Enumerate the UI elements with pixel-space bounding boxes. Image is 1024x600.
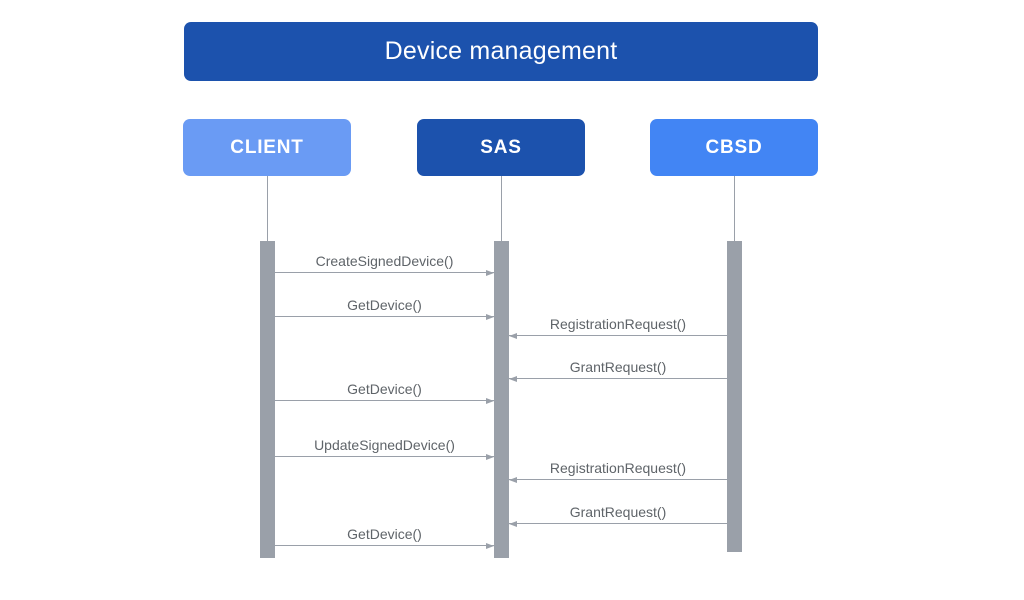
message-line — [509, 335, 727, 336]
activation-bar-cbsd — [727, 241, 742, 552]
message-line — [275, 456, 494, 457]
participant-header-sas[interactable]: SAS — [417, 119, 585, 176]
message-label: GetDevice() — [347, 297, 422, 313]
arrowhead-left-icon — [509, 333, 517, 339]
message-label: RegistrationRequest() — [549, 316, 687, 332]
arrowhead-right-icon — [486, 314, 494, 320]
message-label: GetDevice() — [347, 381, 422, 397]
arrowhead-right-icon — [486, 398, 494, 404]
message-label: GetDevice() — [347, 526, 422, 542]
message-label: UpdateSignedDevice() — [314, 437, 455, 453]
participant-header-cbsd[interactable]: CBSD — [650, 119, 818, 176]
lifeline-cbsd — [734, 176, 735, 242]
message-create-signed-device[interactable]: CreateSignedDevice() — [275, 243, 494, 276]
message-line — [509, 378, 727, 379]
message-line — [275, 316, 494, 317]
message-label: RegistrationRequest() — [549, 460, 687, 476]
arrowhead-right-icon — [486, 270, 494, 276]
participant-label-client: CLIENT — [230, 137, 304, 158]
message-grant-request-2[interactable]: GrantRequest() — [509, 494, 727, 527]
message-line — [275, 400, 494, 401]
activation-bar-client — [260, 241, 275, 558]
participant-label-cbsd: CBSD — [705, 137, 763, 158]
message-get-device-2[interactable]: GetDevice() — [275, 371, 494, 404]
message-label: GrantRequest() — [569, 359, 667, 375]
arrowhead-left-icon — [509, 521, 517, 527]
message-registration-request-1[interactable]: RegistrationRequest() — [509, 306, 727, 339]
diagram-title: Device management — [384, 37, 618, 65]
message-registration-request-2[interactable]: RegistrationRequest() — [509, 450, 727, 483]
arrowhead-left-icon — [509, 477, 517, 483]
participant-label-sas: SAS — [480, 137, 522, 158]
participant-header-client[interactable]: CLIENT — [183, 119, 351, 176]
message-line — [509, 523, 727, 524]
arrowhead-right-icon — [486, 454, 494, 460]
arrowhead-right-icon — [486, 543, 494, 549]
message-line — [275, 545, 494, 546]
lifeline-client — [267, 176, 268, 242]
message-label: GrantRequest() — [569, 504, 667, 520]
activation-bar-sas — [494, 241, 509, 558]
message-grant-request-1[interactable]: GrantRequest() — [509, 349, 727, 382]
message-line — [275, 272, 494, 273]
lifeline-sas — [501, 176, 502, 242]
message-line — [509, 479, 727, 480]
message-get-device-3[interactable]: GetDevice() — [275, 516, 494, 549]
diagram-title-bar: Device management — [184, 22, 818, 81]
message-update-signed-device[interactable]: UpdateSignedDevice() — [275, 427, 494, 460]
message-label: CreateSignedDevice() — [315, 253, 454, 269]
message-get-device-1[interactable]: GetDevice() — [275, 287, 494, 320]
arrowhead-left-icon — [509, 376, 517, 382]
